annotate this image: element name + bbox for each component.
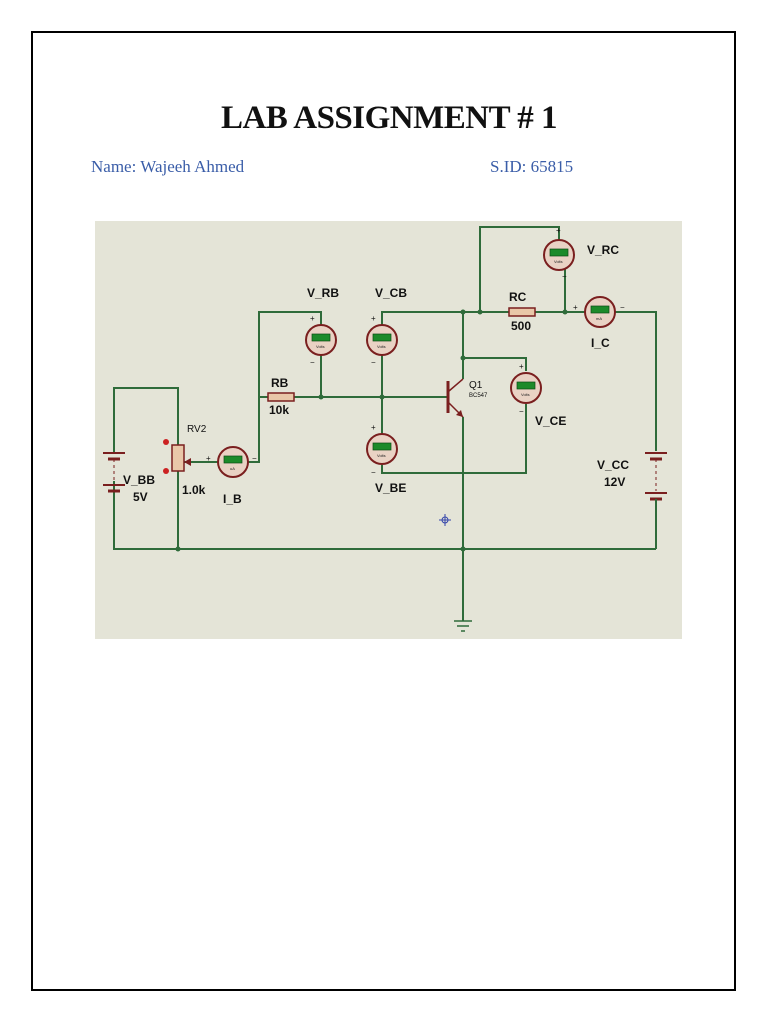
label-rb: RB: [271, 376, 289, 390]
label-v-bb: V_BB: [123, 473, 155, 487]
svg-text:−: −: [371, 468, 376, 477]
meter-i-c: mA + −: [573, 296, 625, 328]
svg-text:−: −: [519, 407, 524, 416]
resistor-rb: [267, 392, 295, 402]
label-rb-value: 10k: [269, 403, 289, 417]
label-q1-part: BC547: [469, 393, 488, 399]
meter-unit-v-ce: Volts: [521, 392, 530, 397]
svg-text:+: +: [573, 303, 578, 312]
potentiometer-rv2: [163, 439, 191, 474]
svg-text:+: +: [206, 454, 211, 463]
meter-unit-i-c: mA: [596, 316, 602, 321]
circuit-svg: V_BB 5V RV2 1.0k uA + − I_B RB 10k Volts…: [103, 226, 667, 632]
transistor-q1: [440, 378, 464, 418]
svg-text:−: −: [562, 272, 567, 281]
label-rv2-value: 1.0k: [182, 483, 206, 497]
junctions: [175, 309, 568, 552]
svg-text:−: −: [620, 303, 625, 312]
crosshair-cursor-icon: [439, 514, 451, 526]
svg-text:−: −: [371, 358, 376, 367]
label-v-cc: V_CC: [597, 458, 629, 472]
svg-text:+: +: [371, 423, 376, 432]
meter-unit-v-rb: Volts: [316, 344, 325, 349]
svg-text:+: +: [556, 226, 561, 235]
meter-v-rb: Volts + −: [305, 314, 337, 367]
svg-text:−: −: [310, 358, 315, 367]
label-i-c: I_C: [591, 336, 610, 350]
label-rv2: RV2: [187, 424, 207, 435]
label-v-bb-value: 5V: [133, 490, 148, 504]
meter-v-cb: Volts + −: [366, 314, 398, 367]
label-v-be: V_BE: [375, 481, 406, 495]
label-rc-value: 500: [511, 319, 531, 333]
ground-icon: [454, 620, 472, 632]
label-v-rc: V_RC: [587, 243, 619, 257]
meter-i-b: uA + −: [206, 446, 257, 478]
meter-unit-v-cb: Volts: [377, 344, 386, 349]
label-i-b: I_B: [223, 492, 242, 506]
meter-v-be: Volts + −: [366, 423, 398, 477]
student-id: S.ID: 65815: [490, 157, 574, 176]
svg-text:−: −: [252, 454, 257, 463]
circuit-schematic: V_BB 5V RV2 1.0k uA + − I_B RB 10k Volts…: [95, 221, 682, 639]
page-title: LAB ASSIGNMENT # 1: [220, 100, 558, 136]
wires: [113, 226, 657, 621]
meter-v-rc: Volts + −: [543, 226, 575, 281]
svg-text:+: +: [310, 314, 315, 323]
battery-v-bb: [103, 439, 125, 493]
label-v-cb: V_CB: [375, 286, 407, 300]
resistor-rc: [508, 307, 536, 317]
meter-unit-v-rc: Volts: [554, 259, 563, 264]
svg-text:+: +: [371, 314, 376, 323]
meter-unit-i-b: uA: [230, 466, 235, 471]
label-v-ce: V_CE: [535, 414, 566, 428]
battery-v-cc: [645, 452, 667, 505]
label-q1: Q1: [469, 380, 483, 391]
label-v-cc-value: 12V: [604, 475, 625, 489]
label-rc: RC: [509, 290, 527, 304]
label-v-rb: V_RB: [307, 286, 339, 300]
student-name: Name: Wajeeh Ahmed: [91, 157, 245, 176]
svg-text:+: +: [519, 362, 524, 371]
meter-v-ce: Volts + −: [510, 362, 542, 416]
meter-unit-v-be: Volts: [377, 453, 386, 458]
